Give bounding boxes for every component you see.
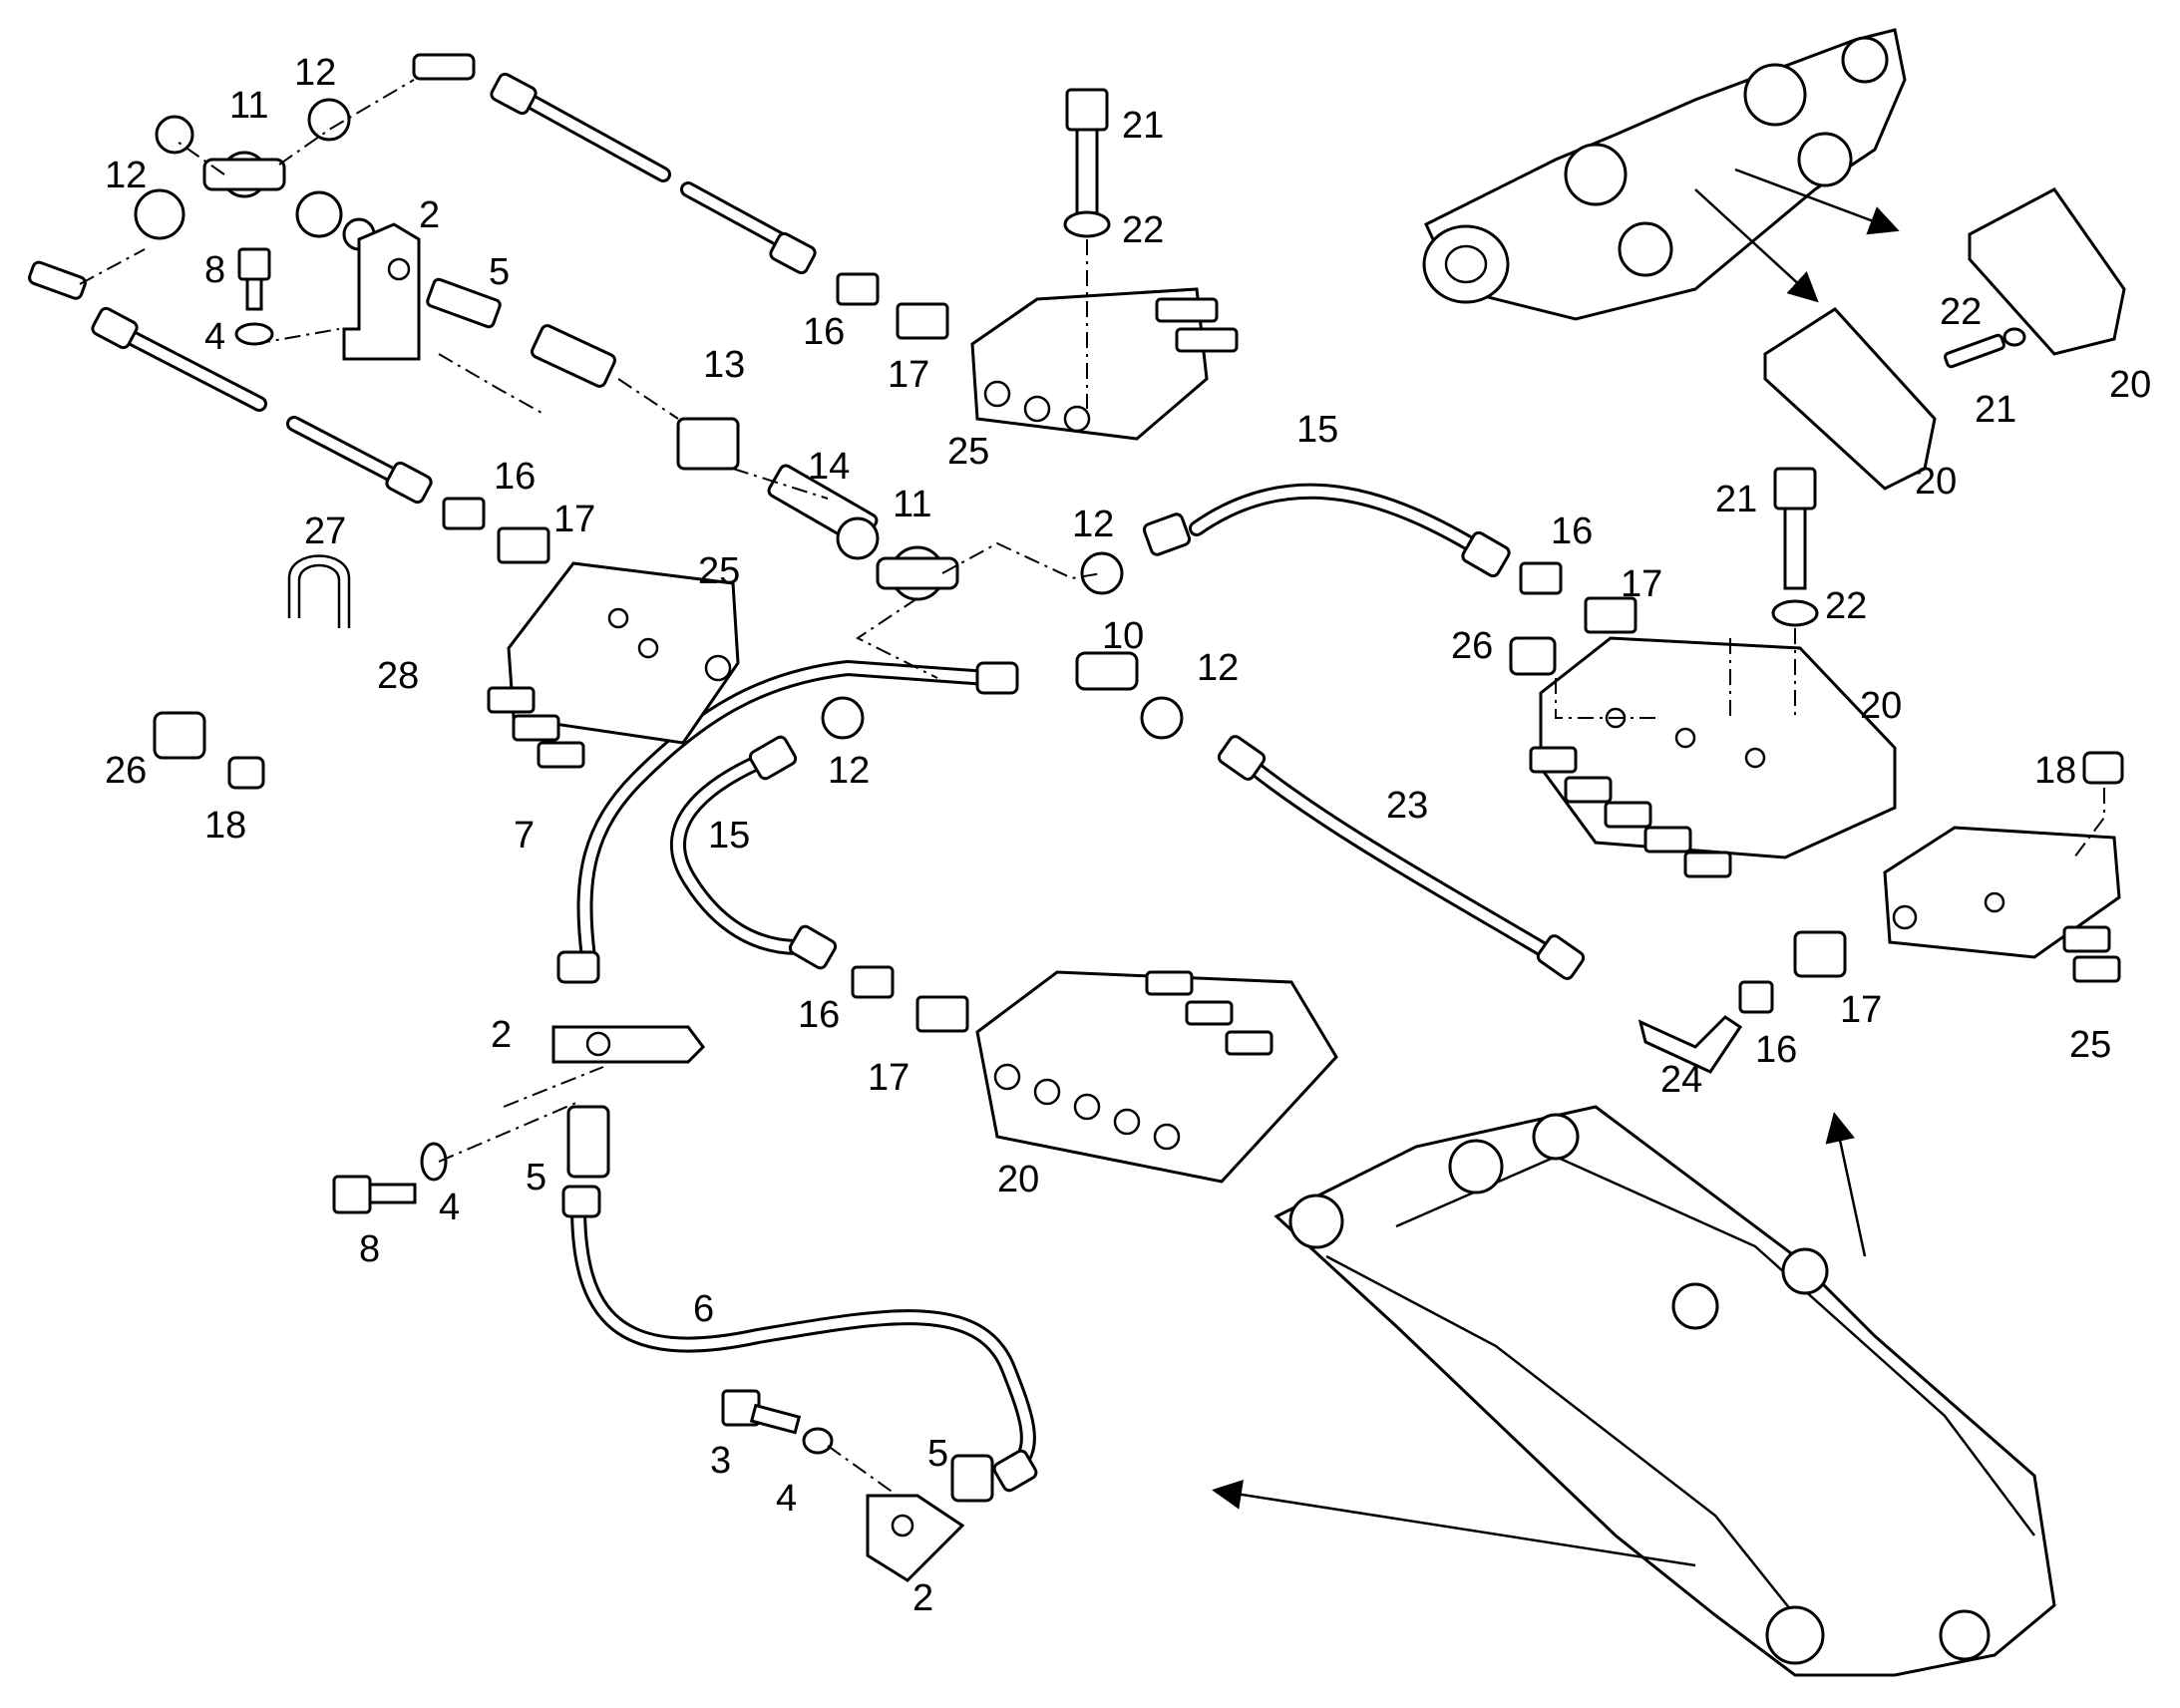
- callout-16: 16: [1755, 1029, 1797, 1071]
- boom-top: [1422, 28, 1907, 321]
- callout-20: 20: [1915, 461, 1957, 503]
- callout-6: 6: [693, 1288, 714, 1330]
- callout-15: 15: [1296, 409, 1338, 451]
- callout-labels: 11 12 12 2 8 4 5 13 14 11 21 22 16 17 25…: [105, 52, 2151, 1619]
- callout-26: 26: [105, 750, 147, 792]
- callout-22: 22: [1825, 585, 1867, 627]
- callout-13: 13: [703, 344, 745, 386]
- callout-21: 21: [1975, 389, 2016, 431]
- callout-23: 23: [1386, 785, 1428, 827]
- hose-end-fittings: [91, 72, 1586, 1493]
- callout-12: 12: [1072, 504, 1114, 545]
- callout-16: 16: [1551, 511, 1593, 552]
- block-20-upper: [1763, 307, 1937, 491]
- callout-2: 2: [419, 194, 440, 236]
- callout-8: 8: [204, 249, 225, 291]
- hose-group: [107, 87, 1564, 1474]
- callout-21: 21: [1715, 479, 1757, 520]
- callout-18: 18: [204, 805, 246, 847]
- callout-5: 5: [489, 251, 510, 293]
- callout-12: 12: [294, 52, 336, 94]
- callout-16: 16: [798, 994, 840, 1036]
- callout-4: 4: [776, 1478, 797, 1520]
- callout-25: 25: [2069, 1024, 2111, 1066]
- callout-17: 17: [888, 354, 929, 396]
- callout-3: 3: [710, 1440, 731, 1482]
- callout-11: 11: [229, 85, 268, 127]
- callout-5: 5: [526, 1157, 546, 1198]
- callout-12: 12: [105, 155, 147, 196]
- boom-bottom: [1273, 1105, 2056, 1677]
- callout-17: 17: [868, 1057, 909, 1099]
- callout-12: 12: [1197, 647, 1239, 689]
- callout-21: 21: [1122, 105, 1164, 147]
- callout-17: 17: [1621, 563, 1662, 605]
- callout-16: 16: [494, 456, 536, 498]
- callout-11: 11: [893, 484, 931, 525]
- callout-10: 10: [1102, 615, 1144, 657]
- callout-24: 24: [1660, 1059, 1702, 1101]
- arrows: [1212, 168, 1900, 1567]
- callout-27: 27: [304, 511, 346, 552]
- callout-15: 15: [708, 815, 750, 856]
- callout-20: 20: [997, 1159, 1039, 1200]
- u-pipe-27: [287, 554, 351, 628]
- callout-26: 26: [1451, 625, 1493, 667]
- callout-25: 25: [698, 550, 740, 592]
- callout-25: 25: [947, 431, 989, 473]
- callout-22: 22: [1940, 291, 1982, 333]
- callout-5: 5: [927, 1433, 948, 1475]
- callout-7: 7: [514, 815, 535, 856]
- callout-2: 2: [491, 1014, 512, 1056]
- callout-4: 4: [204, 316, 225, 358]
- callout-28: 28: [377, 655, 419, 697]
- callout-14: 14: [808, 446, 850, 488]
- leader-lines: [79, 79, 2105, 1497]
- callout-20: 20: [2109, 364, 2151, 406]
- block-20-bottom: [975, 970, 1338, 1184]
- callout-16: 16: [803, 311, 845, 353]
- block-20-upper-right: [1968, 187, 2126, 356]
- callout-2: 2: [912, 1577, 933, 1619]
- callout-20: 20: [1860, 685, 1902, 727]
- callout-22: 22: [1122, 209, 1164, 251]
- callout-17: 17: [1840, 989, 1882, 1031]
- callout-4: 4: [439, 1187, 460, 1228]
- distributor-blocks: [487, 187, 2126, 1184]
- small-fittings: [28, 53, 2124, 1582]
- callout-8: 8: [359, 1228, 380, 1270]
- block-20-right: [1539, 636, 1897, 859]
- callout-12: 12: [828, 750, 870, 792]
- block-25-right: [1883, 826, 2121, 959]
- callout-18: 18: [2034, 750, 2076, 792]
- callout-17: 17: [553, 499, 595, 540]
